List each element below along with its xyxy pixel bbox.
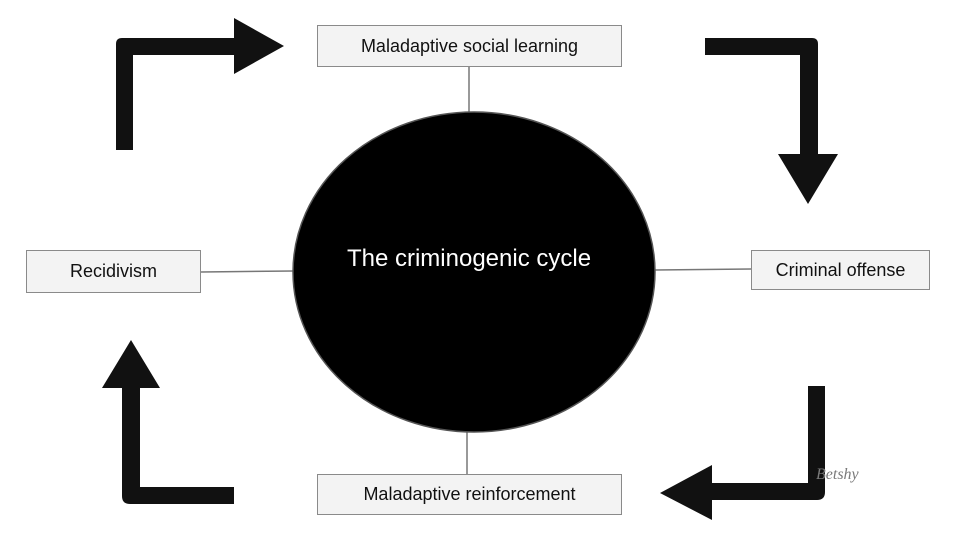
center-title: The criminogenic cycle (346, 245, 592, 272)
signature-watermark: Betshy (816, 466, 859, 483)
node-maladaptive-social-learning: Maladaptive social learning (317, 25, 622, 67)
node-label: Recidivism (69, 261, 157, 281)
node-criminal-offense: Criminal offense (751, 250, 930, 290)
node-label: Maladaptive social learning (360, 35, 579, 56)
connector-right (654, 268, 752, 271)
connector-left (200, 270, 294, 273)
center-circle (292, 111, 656, 433)
node-recidivism: Recidivism (26, 250, 201, 293)
arrow-top-left (116, 18, 284, 150)
node-label: Criminal offense (775, 259, 906, 280)
node-label: Maladaptive reinforcement (363, 484, 576, 504)
node-maladaptive-reinforcement: Maladaptive reinforcement (317, 474, 622, 515)
arrow-bottom-right (660, 386, 825, 520)
arrow-top-right (705, 38, 838, 204)
arrow-bottom-left (102, 340, 234, 504)
